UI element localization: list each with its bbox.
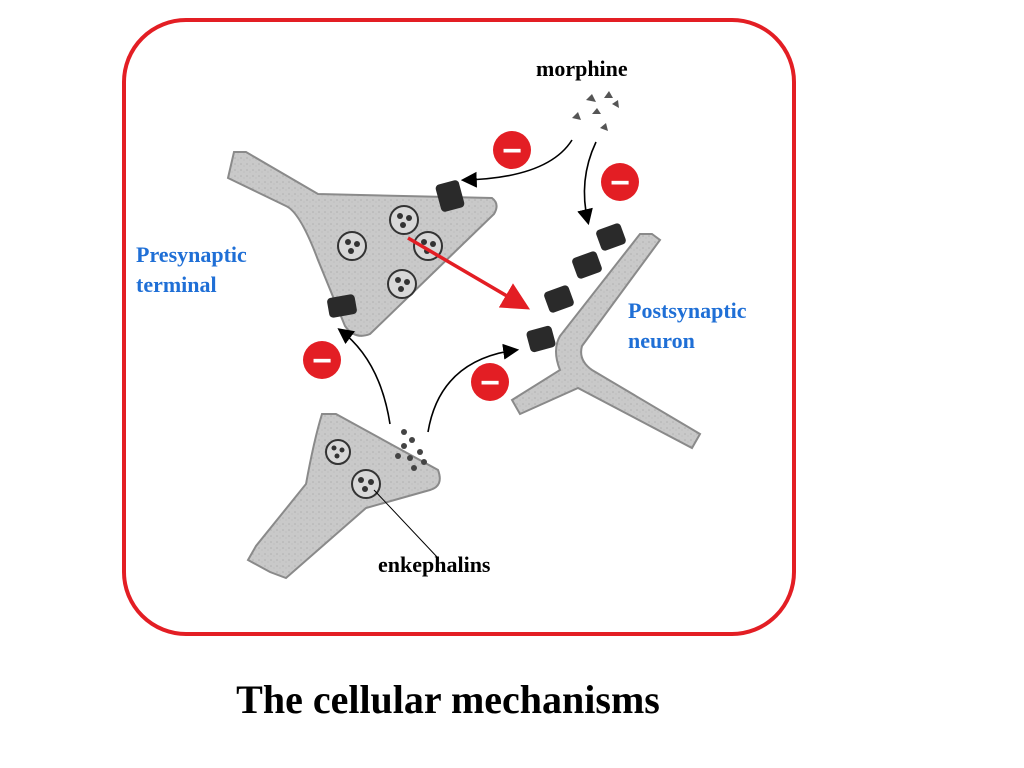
morphine-molecules [572, 91, 619, 131]
presynaptic-label-line2: terminal [136, 272, 217, 297]
enkephalin-neuron [246, 413, 441, 580]
postsynaptic-neuron-label: Postsynaptic neuron [628, 296, 747, 356]
svg-text:−: − [312, 342, 332, 380]
morphine-to-postsynaptic-arrow [577, 141, 597, 226]
enkephalins-label: enkephalins [378, 552, 491, 577]
vesicle [325, 439, 351, 465]
inhibition-badge: − [471, 363, 509, 402]
inhibition-badge: − [601, 163, 639, 202]
inhibition-badge: − [303, 341, 341, 380]
postsynaptic-neuron [510, 223, 702, 450]
opioid-receptor [327, 294, 357, 318]
opioid-receptor [526, 325, 556, 353]
presynaptic-terminal [226, 151, 498, 337]
vesicle [337, 231, 367, 261]
opioid-receptor [544, 285, 574, 313]
svg-text:−: − [480, 364, 500, 402]
diagram-frame [122, 18, 796, 636]
vesicle [389, 205, 419, 235]
enkephalin-molecules [395, 429, 427, 471]
vesicle [413, 231, 443, 261]
enkephalin-to-postsynaptic-arrow [427, 343, 520, 433]
slide-title: The cellular mechanisms [236, 677, 660, 722]
vesicle [387, 269, 417, 299]
presynaptic-terminal-label: Presynaptic terminal [136, 240, 247, 300]
opioid-receptor [435, 180, 465, 212]
opioid-receptor [596, 223, 626, 251]
presynaptic-label-line1: Presynaptic [136, 242, 247, 267]
svg-text:−: − [502, 132, 522, 170]
morphine-to-presynaptic-arrow [460, 139, 573, 188]
neurotransmission-arrow [407, 236, 531, 310]
postsynaptic-label-line1: Postsynaptic [628, 298, 747, 323]
inhibition-badge: − [493, 131, 531, 170]
enkephalin-vesicle [351, 469, 381, 499]
svg-text:−: − [610, 164, 630, 202]
postsynaptic-label-line2: neuron [628, 328, 695, 353]
enkephalin-to-presynaptic-arrow [337, 328, 391, 425]
morphine-label: morphine [536, 56, 628, 81]
enkephalins-pointer-line [373, 489, 439, 559]
opioid-receptor [572, 251, 602, 279]
